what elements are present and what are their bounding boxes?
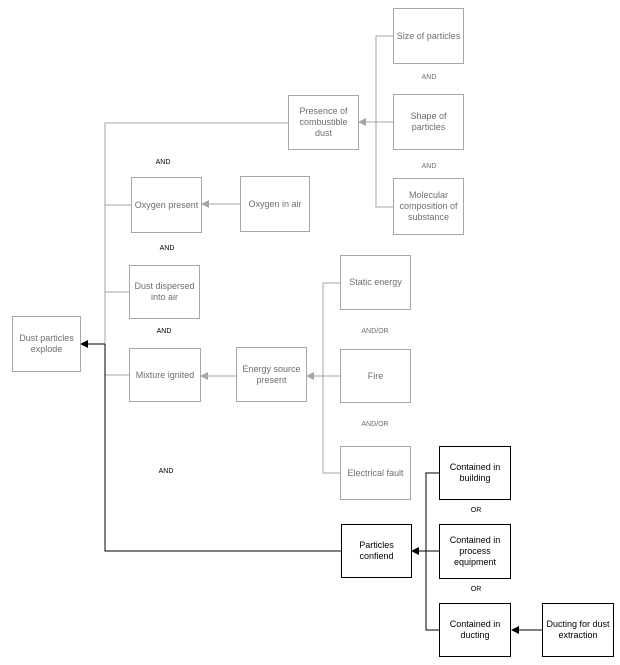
gate-label-and: AND (155, 159, 171, 166)
gate-label-and: AND (421, 163, 437, 170)
node-contained-process-equipment: Contained in process equipment (439, 524, 511, 579)
node-static-energy: Static energy (340, 255, 411, 310)
energy-bracket (322, 282, 340, 474)
node-oxygen-present: Oxygen present (131, 177, 202, 233)
node-presence-combustible-dust: Presence of combustible dust (288, 95, 359, 150)
node-energy-source-present: Energy source present (236, 347, 307, 402)
gate-label-and-or: AND/OR (361, 328, 389, 335)
gate-label-and: AND (158, 468, 174, 475)
gate-label-and-or: AND/OR (361, 421, 389, 428)
trunk-line (104, 122, 288, 375)
node-fire: Fire (340, 349, 411, 403)
node-dust-dispersed: Dust dispersed into air (129, 265, 200, 319)
node-shape-particles: Shape of particles (393, 94, 464, 150)
node-contained-ducting: Contained in ducting (439, 603, 511, 657)
confined-line (104, 344, 341, 552)
gate-label-or: OR (470, 586, 482, 593)
gate-label-and: AND (159, 245, 175, 252)
node-contained-building: Contained in building (439, 446, 511, 500)
gate-label-and: AND (421, 74, 437, 81)
node-mixture-ignited: Mixture ignited (129, 348, 201, 402)
node-electrical-fault: Electrical fault (340, 446, 411, 500)
node-molecular-composition: Molecular composition of substance (393, 178, 464, 235)
node-particles-confined: Particles confiend (341, 524, 412, 578)
gate-label-and: AND (156, 328, 172, 335)
node-dust-particles-explode: Dust particles explode (12, 316, 81, 372)
node-oxygen-in-air: Oxygen in air (240, 176, 310, 232)
particle-bracket (375, 35, 393, 208)
node-size-particles: Size of particles (393, 8, 464, 64)
node-ducting-dust-extraction: Ducting for dust extraction (542, 603, 614, 657)
containment-bracket (425, 472, 439, 631)
gate-label-or: OR (470, 507, 482, 514)
